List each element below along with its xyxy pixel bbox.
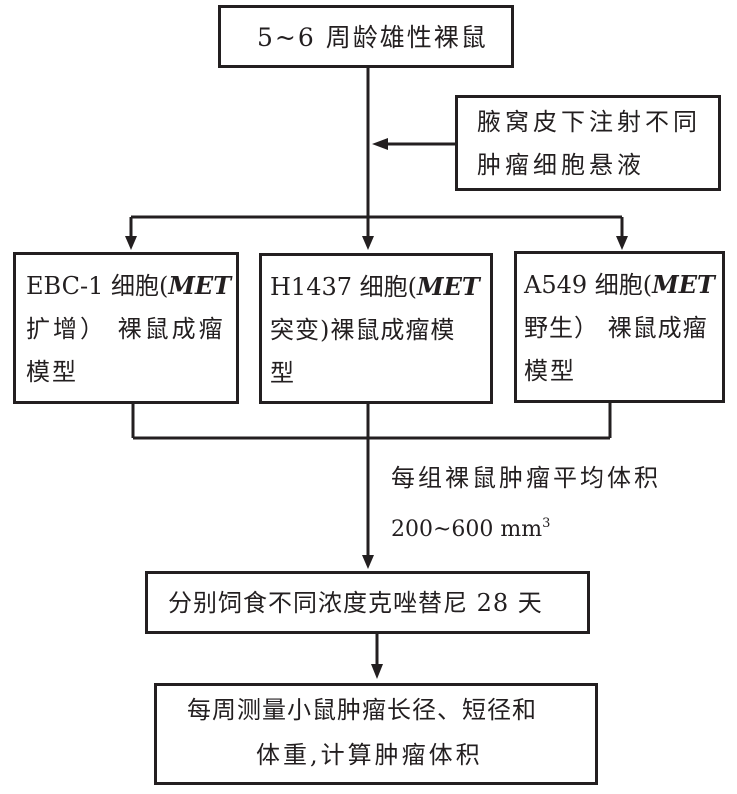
arrowhead-feed <box>362 555 374 569</box>
node-inject-line2: 肿瘤细胞悬液 <box>477 151 645 179</box>
node-h1437-line3: 型 <box>270 359 296 387</box>
node-feed-text: 分别饲食不同浓度克唑替尼 28 天 <box>168 589 543 617</box>
ebc1-cell-label: EBC-1 细胞( <box>26 272 169 300</box>
node-start-text: 5~6 周龄雄性裸鼠 <box>257 23 488 52</box>
condition-volume-exponent: 3 <box>542 516 551 531</box>
arrowhead-left <box>125 236 137 250</box>
arrowhead-right <box>616 236 628 250</box>
ebc1-gene: MET <box>168 271 232 300</box>
a549-gene: MET <box>652 270 715 299</box>
node-start: 5~6 周龄雄性裸鼠 <box>218 5 514 68</box>
node-ebc1-line2: 扩增） 裸鼠成瘤 <box>26 315 226 343</box>
condition-volume: 200~600 mm <box>391 517 543 542</box>
condition-line2: 200~600 mm3 <box>391 502 550 552</box>
node-model-a549: A549 细胞(MET 野生） 裸鼠成瘤 模型 <box>514 251 725 403</box>
node-a549-line3: 模型 <box>524 357 576 385</box>
node-a549-line1: A549 细胞(MET <box>524 263 715 307</box>
node-ebc1-line1: EBC-1 细胞(MET <box>26 264 231 308</box>
node-feed: 分别饲食不同浓度克唑替尼 28 天 <box>145 571 590 634</box>
a549-cell-label: A549 细胞( <box>524 271 653 299</box>
node-inject-line1: 腋窝皮下注射不同 <box>477 108 701 136</box>
node-h1437-line1: H1437 细胞(MET <box>270 265 480 309</box>
node-model-h1437: H1437 细胞(MET 突变)裸鼠成瘤模 型 <box>259 253 493 404</box>
arrowhead-center <box>362 236 374 250</box>
node-h1437-line2: 突变)裸鼠成瘤模 <box>270 316 456 344</box>
node-measure-line2: 体重,计算肿瘤体积 <box>256 741 483 769</box>
arrowhead-inject <box>372 138 388 150</box>
node-measure-line1: 每周测量小鼠肿瘤长径、短径和 <box>187 696 537 724</box>
node-ebc1-line3: 模型 <box>26 358 78 386</box>
arrowhead-measure <box>371 664 383 679</box>
node-model-ebc1: EBC-1 细胞(MET 扩增） 裸鼠成瘤 模型 <box>13 252 239 404</box>
node-a549-line2: 野生） 裸鼠成瘤 <box>524 314 708 342</box>
node-inject: 腋窝皮下注射不同 肿瘤细胞悬液 <box>455 95 721 191</box>
condition-line1: 每组裸鼠肿瘤平均体积 <box>391 464 661 492</box>
h1437-gene: MET <box>417 272 480 301</box>
node-measure: 每周测量小鼠肿瘤长径、短径和 体重,计算肿瘤体积 <box>154 683 598 785</box>
h1437-cell-label: H1437 细胞( <box>270 273 417 301</box>
